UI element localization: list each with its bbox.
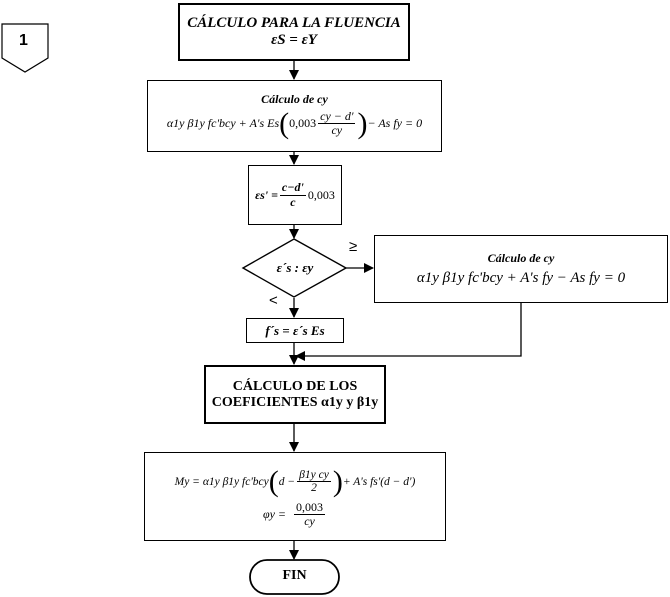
arrow-side-return: [295, 303, 522, 361]
box-fluencia-title: CÁLCULO PARA LA FLUENCIA: [187, 15, 401, 31]
equation-cy-fraction: cy − d' cy: [318, 108, 356, 137]
equation-cy-left: α1y β1y fc'bcy + A's Es: [166, 116, 280, 130]
decision-diamond: [241, 238, 348, 298]
box-epsilon-s: εs' = c−d' c 0,003: [248, 165, 342, 225]
equation-epsilon-s: εs' = c−d' c 0,003: [255, 180, 335, 209]
equation-fs: f´s = ε´s Es: [265, 322, 325, 338]
box-side-calculo-cy: Cálculo de cy α1y β1y fc'bcy + A's fy − …: [374, 235, 668, 303]
equation-cy: α1y β1y fc'bcy + A's Es ( 0,003 cy − d' …: [166, 106, 423, 140]
box-coeficientes: CÁLCULO DE LOS COEFICIENTES α1y y β1y: [204, 365, 386, 424]
box-calculo-cy: Cálculo de cy α1y β1y fc'bcy + A's Es ( …: [147, 80, 442, 152]
offpage-connector-shape: [1, 23, 49, 73]
offpage-connector-label: 1: [19, 32, 28, 49]
decision-no-label: <: [269, 292, 278, 309]
decision-text: ε´s : εy: [276, 260, 314, 275]
box-calculo-cy-title: Cálculo de cy: [261, 91, 328, 106]
equation-side: α1y β1y fc'bcy + A's fy − As fy = 0: [416, 270, 626, 286]
box-side-title: Cálculo de cy: [487, 251, 555, 265]
equation-my: My = α1y β1y fc'bcy ( d − β1y cy 2 ) + A…: [174, 464, 416, 498]
box-momento: My = α1y β1y fc'bcy ( d − β1y cy 2 ) + A…: [144, 452, 446, 541]
terminator-shape: [249, 559, 340, 595]
box-fluencia: CÁLCULO PARA LA FLUENCIA εS = εY: [178, 3, 410, 61]
box-coeficientes-line2: COEFICIENTES α1y y β1y: [211, 394, 379, 410]
equation-cy-right: − As fy = 0: [367, 116, 423, 130]
box-fs: f´s = ε´s Es: [246, 318, 344, 343]
box-fluencia-subtitle: εS = εY: [271, 32, 317, 48]
terminator-fin: FIN: [282, 568, 307, 583]
equation-phi: φy = 0,003 cy: [262, 499, 326, 528]
box-coeficientes-line1: CÁLCULO DE LOS: [232, 378, 358, 394]
decision-yes-label: ≥: [349, 238, 358, 255]
equation-cy-coef: 0,003: [289, 116, 317, 130]
